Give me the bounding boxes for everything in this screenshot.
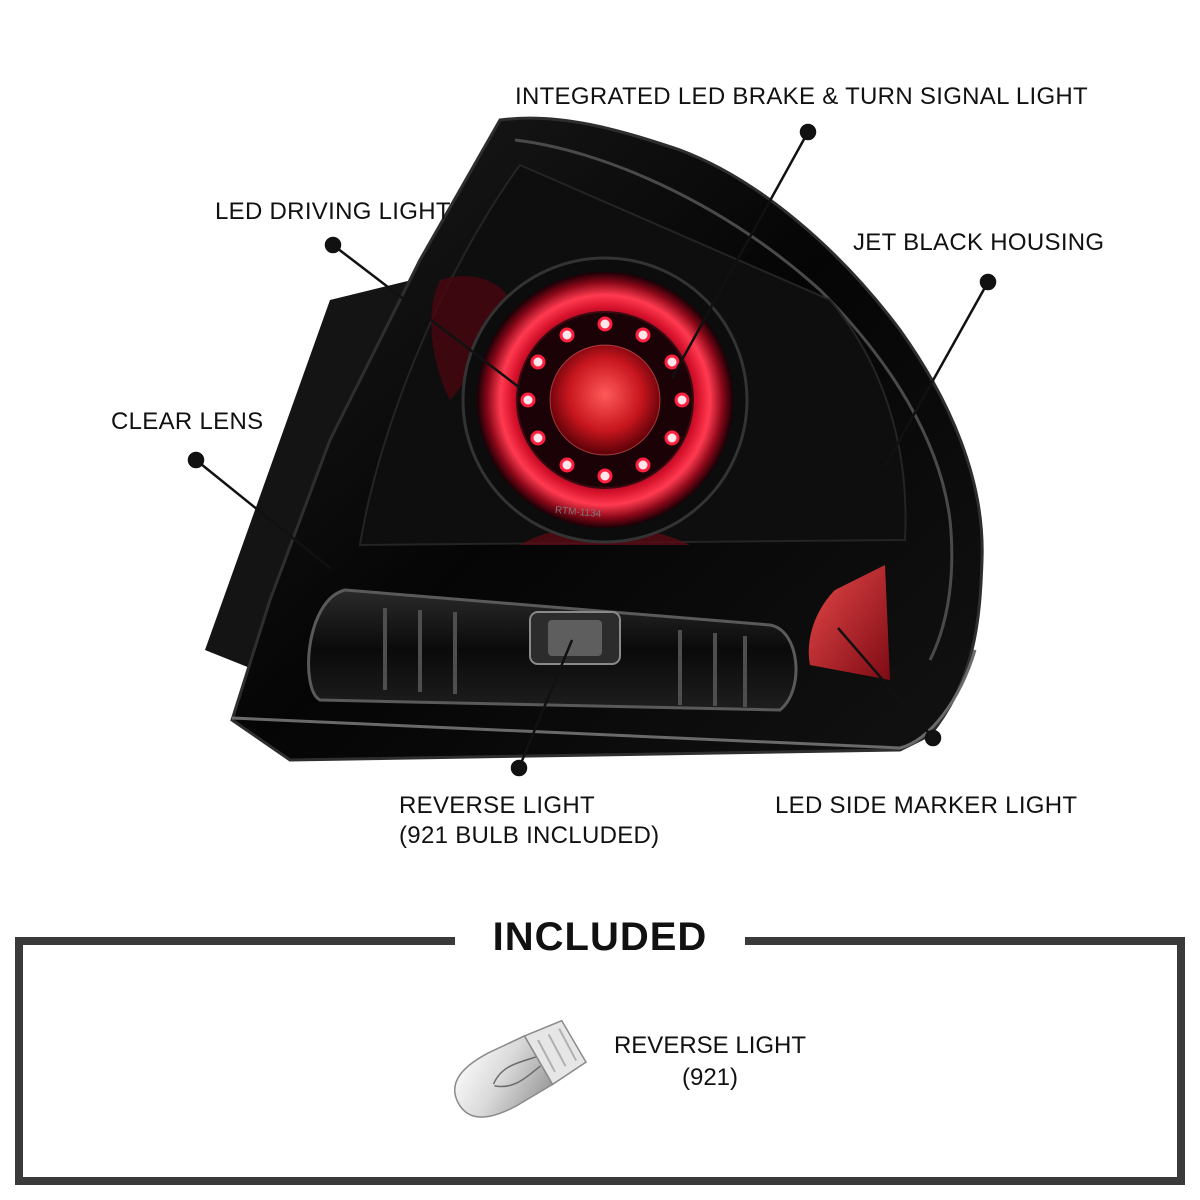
side-marker-lens [808, 565, 890, 680]
callout-reverse-bulb-label: (921 BULB INCLUDED) [399, 822, 660, 849]
included-bulb-label: REVERSE LIGHT (921) [600, 1030, 820, 1094]
included-title: INCLUDED [492, 915, 708, 959]
callout-side-marker-label: LED SIDE MARKER LIGHT [775, 792, 1078, 819]
included-box-left [15, 937, 23, 1185]
reverse-lens-ridges [383, 608, 747, 707]
callout-housing-label: JET BLACK HOUSING [853, 229, 1105, 256]
callout-driving-light-label: LED DRIVING LIGHT [215, 198, 451, 225]
included-bulb-number: (921) [681, 1064, 739, 1091]
included-box-top-left [15, 937, 455, 945]
red-reflection-left [431, 276, 510, 400]
housing-bezel [514, 138, 954, 661]
center-reflector [550, 345, 660, 455]
callout-leaders [187, 123, 997, 777]
included-bulb-name: REVERSE LIGHT [613, 1032, 807, 1059]
lens-marking: RTM-1134 [555, 505, 603, 520]
included-box-top-right [745, 937, 1185, 945]
included-box-right [1177, 937, 1185, 1185]
tail-light-illustration: RTM-1134 [187, 116, 997, 777]
callout-brake-turn-label: INTEGRATED LED BRAKE & TURN SIGNAL LIGHT [515, 83, 1088, 110]
callout-clear-lens-label: CLEAR LENS [111, 408, 264, 435]
bulb-921-icon [453, 1019, 588, 1118]
included-box-bottom [15, 1177, 1185, 1185]
callout-reverse-light-label: REVERSE LIGHT [399, 792, 595, 819]
reverse-bulb-socket [529, 611, 621, 665]
bottom-trim [231, 649, 977, 750]
led-dots [520, 316, 690, 484]
